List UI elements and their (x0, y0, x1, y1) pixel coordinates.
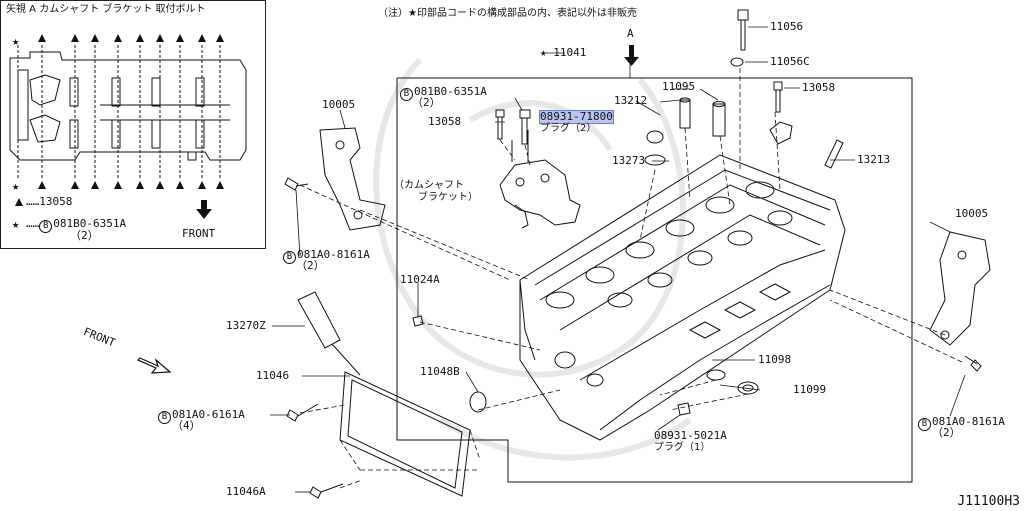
label-081b0-6351a-code: 081B0-6351A (414, 85, 487, 98)
cylinder-head (519, 154, 846, 441)
label-camshaft-bracket: （カムシャフト (394, 180, 464, 191)
svg-text:★: ★ (12, 179, 19, 193)
view-a-front-label: FRONT (182, 227, 216, 240)
label-13213[interactable]: 13213 (857, 153, 891, 166)
label-081a0-8161a-left-qty: （2） (296, 259, 325, 272)
label-11056c[interactable]: 11056C (770, 55, 810, 68)
label-11098[interactable]: 11098 (758, 353, 792, 366)
circle-b-icon: B (39, 220, 53, 233)
circle-b-icon: B (283, 251, 296, 264)
camshaft-bracket (499, 130, 581, 229)
label-11056[interactable]: 11056 (770, 20, 804, 33)
label-11099[interactable]: 11099 (793, 383, 827, 396)
note-text: （注）★印部品コードの構成部品の内、表記以外は非販売 (378, 8, 637, 19)
label-11048b[interactable]: 11048B (420, 365, 460, 378)
sleeves (412, 97, 844, 416)
label-camshaft-bracket-2: ブラケット） (418, 192, 478, 203)
view-a-markers: ★ ★ ★ (12, 34, 224, 231)
svg-text:★: ★ (12, 217, 19, 231)
label-081a0-8161a-left-code: 081A0-8161A (297, 248, 370, 261)
label-13273[interactable]: 13273 (612, 154, 646, 167)
bolts (284, 9, 982, 499)
label-13212[interactable]: 13212 (614, 94, 648, 107)
front-arrow (136, 357, 172, 374)
label-13270z[interactable]: 13270Z (226, 319, 266, 332)
main-frame (396, 77, 913, 483)
arrow-a-label: A (627, 27, 634, 40)
label-13058-right[interactable]: 13058 (802, 81, 836, 94)
label-081a0-8161a-right-code: 081A0-8161A (932, 415, 1005, 428)
gasket-and-sensor (297, 291, 471, 497)
circle-b-icon: B (918, 418, 931, 431)
label-08931-5021a[interactable]: 08931-5021A (654, 429, 727, 442)
view-a-legend-tri: ……13058 (26, 195, 73, 208)
svg-text:★: ★ (12, 34, 19, 48)
label-11095[interactable]: 11095 (662, 80, 696, 93)
label-08931-5021a-sub: プラグ（1） (654, 442, 711, 453)
watermark (373, 57, 692, 461)
view-a-title: 矢視 A カムシャフト ブラケット 取付ボルト (6, 4, 206, 15)
view-a-legend-tri-code: 13058 (39, 195, 73, 208)
label-081a0-6161a-qty: （4） (172, 419, 201, 432)
view-a-inset (0, 0, 266, 249)
diagram-id: J11100H3 (957, 494, 1020, 509)
dashed-lines (299, 68, 963, 489)
label-08931-71800-sub: プラグ（2） (540, 123, 597, 134)
circle-b-icon: B (158, 411, 171, 424)
label-13058-left[interactable]: 13058 (428, 115, 462, 128)
label-081a0-6161a-code: 081A0-6161A (172, 408, 245, 421)
label-081b0-6351a-qty: （2） (412, 96, 441, 109)
label-11041[interactable]: ★ 11041 (540, 46, 587, 59)
label-081a0-8161a-right-qty: （2） (932, 426, 961, 439)
view-arrow-a (624, 45, 639, 66)
view-a-legend-star-code: 081B0-6351A (53, 217, 127, 230)
label-11024a[interactable]: 11024A (400, 273, 440, 286)
circle-b-icon: B (400, 88, 413, 101)
label-10005-right[interactable]: 10005 (955, 207, 989, 220)
label-08931-71800[interactable]: 08931-71800 (539, 110, 614, 124)
leader-lines (270, 26, 966, 493)
view-a-drawing (9, 45, 247, 180)
label-11046[interactable]: 11046 (256, 369, 290, 382)
label-10005-left[interactable]: 10005 (322, 98, 356, 111)
engine-hangers (319, 127, 991, 346)
label-11046a[interactable]: 11046A (226, 485, 266, 498)
view-a-legend-star-qty: （2） (70, 229, 99, 242)
